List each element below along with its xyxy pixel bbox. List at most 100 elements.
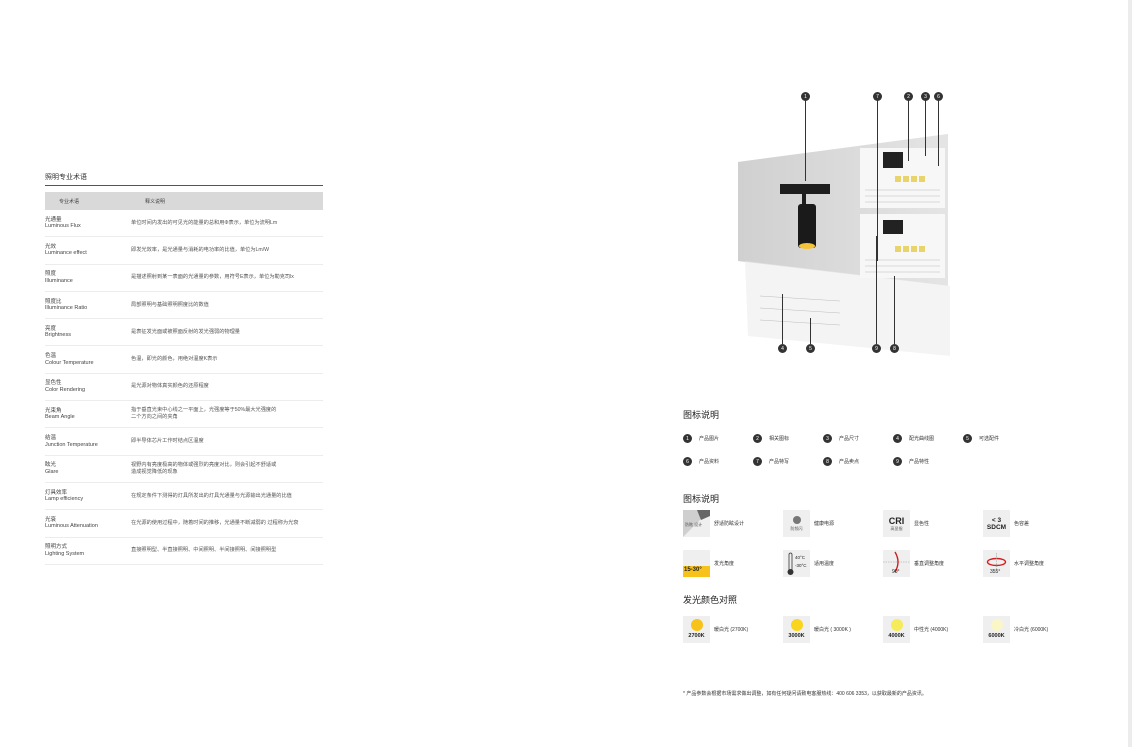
- callout-leader: [877, 100, 878, 261]
- glossary-definition: 是表征发光面或被照面反射的发光强弱的物理量: [131, 328, 240, 335]
- glossary-term-en: Brightness: [45, 332, 71, 339]
- color-kelvin: 6000K: [988, 633, 1005, 639]
- legend-number: 1: [683, 434, 692, 443]
- icon-box-main: 40°C -30°C: [795, 555, 807, 568]
- color-swatch-box: 2700K: [683, 616, 710, 643]
- glossary-term-cn: 眩光: [45, 462, 57, 469]
- glossary-definition: 视野内有亮度极高的物体或强烈的亮度对比，则会引起不舒适或 造成视觉降低的现象: [131, 461, 277, 475]
- glossary-term-cn: 光通量: [45, 216, 62, 223]
- glossary-term-en: Beam Angle: [45, 414, 75, 421]
- horizontal-angle-icon: 355°: [983, 550, 1010, 577]
- color-label: 暖白光 ( 3000K ): [814, 627, 851, 633]
- callout-marker: 8: [890, 344, 899, 353]
- color-kelvin: 3000K: [788, 633, 805, 639]
- icon-legend-label: 发光角度: [714, 561, 735, 567]
- glossary-definition: 局部照明与基础照明照度比的数值: [131, 301, 209, 308]
- sdcm-icon: < 3 SDCM: [983, 510, 1010, 537]
- color-kelvin: 2700K: [688, 633, 705, 639]
- mockup-front-panel: [745, 261, 950, 356]
- glossary-definition: 在光源的使用过程中，随着时间的推移，光通量不断减弱的 过程称为光衰: [131, 519, 299, 526]
- legend-label: 配光曲线图: [909, 436, 935, 442]
- glossary-term-en: Luminous Attenuation: [45, 523, 98, 530]
- color-label: 冷白光 (6000K): [1014, 627, 1049, 633]
- glossary-term-en: Glare: [45, 468, 59, 475]
- glossary-definition: 指于垂直光束中心线之一平面上，光强度等于50%最大光强度的 二个方向之间的夹角: [131, 407, 277, 421]
- glossary-term-cn: 灯具效率: [45, 489, 68, 496]
- legend-label: 相关图标: [769, 436, 790, 442]
- callout-marker: 5: [806, 344, 815, 353]
- icon-legend-label: 舒适防眩设计: [714, 521, 745, 527]
- legend-label: 产品特性: [909, 459, 930, 465]
- legend-label: 可选配件: [979, 436, 1000, 442]
- legend-number: 6: [683, 457, 692, 466]
- icon-legend-item: 防频闪健康电源: [783, 510, 834, 537]
- glossary-term-en: Junction Temperature: [45, 441, 98, 448]
- icon-box-text: 防眩 设计: [685, 522, 703, 527]
- icon-box-main: 90°: [892, 569, 900, 575]
- glossary-definition: 直接照明型、半直接照明、中间照明、半间接照明、间接照明型: [131, 547, 277, 554]
- glossary-term-en: Lighting System: [45, 550, 85, 557]
- legend-title: 图标说明: [683, 410, 720, 420]
- mockup-color-swatches: [895, 176, 925, 252]
- healthy-power-icon: 防频闪: [783, 510, 810, 537]
- glossary-term-cn: 照明方式: [45, 544, 68, 551]
- vertical-angle-icon: 90°: [883, 550, 910, 577]
- glossary-term-cn: 照度比: [45, 298, 62, 305]
- color-title: 发光颜色对照: [683, 595, 738, 605]
- color-swatch-box: 6000K: [983, 616, 1010, 643]
- glossary-definition: 色温，即光的颜色，用绝对温度K表示: [131, 356, 218, 363]
- beam-angle-icon: 15-30°: [683, 550, 710, 577]
- legend-number: 7: [753, 457, 762, 466]
- legend-number: 5: [963, 434, 972, 443]
- glossary-term-en: Color Rendering: [45, 386, 86, 393]
- callout-marker: 1: [801, 92, 810, 101]
- icon-box-text: 高显指: [890, 526, 903, 531]
- color-temp-item: 6000K 冷白光 (6000K): [983, 616, 1048, 643]
- icon-legend-label: 健康电源: [814, 521, 835, 527]
- color-swatch-box: 3000K: [783, 616, 810, 643]
- icon-legend-item: 15-30° 发光角度: [683, 550, 734, 577]
- callout-marker: 7: [873, 92, 882, 101]
- icon-legend-label: 水平调整角度: [1014, 561, 1045, 567]
- icon-box-main: < 3 SDCM: [986, 516, 1007, 531]
- icon-legend-label: 垂直调整角度: [914, 561, 945, 567]
- page-spine: [1128, 0, 1132, 747]
- legend-label: 产品卖点: [839, 459, 860, 465]
- glossary-term-cn: 光衰: [45, 516, 57, 523]
- callout-leader: [908, 100, 909, 161]
- glossary-term-en: Luminance effect: [45, 250, 87, 257]
- legend-number: 3: [823, 434, 832, 443]
- legend-label: 产品资料: [699, 459, 720, 465]
- callout-marker: 6: [934, 92, 943, 101]
- glossary-header: 专业术语 释义说明: [45, 192, 323, 210]
- glossary-term-en: Lamp efficiency: [45, 496, 84, 503]
- glossary-term-en: Illuminance Ratio: [45, 305, 88, 312]
- mockup-spotlight-lens: [799, 243, 815, 249]
- color-label: 中性光 (4000K): [914, 627, 949, 633]
- callout-leader: [938, 100, 939, 166]
- glossary-title: 照明专业术语: [45, 172, 323, 186]
- mockup-spotlight-body: [798, 204, 816, 248]
- glossary-definition: 单位时间内发出的可见光的能量的总和用Φ表示，单位为流明Lm: [131, 219, 278, 226]
